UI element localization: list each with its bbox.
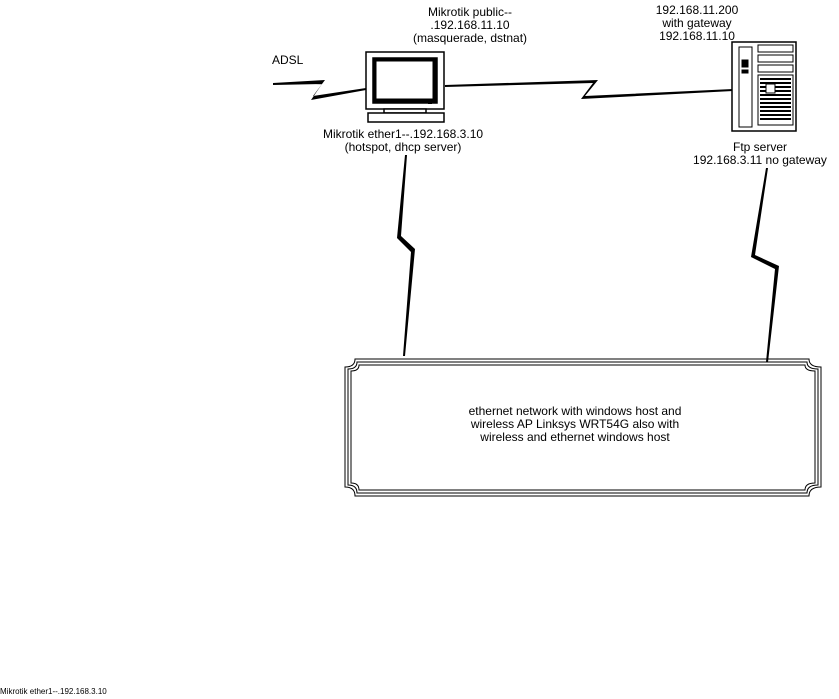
ftp-top-line1: 192.168.11.200 [655, 3, 739, 17]
mikrotik-ftp-link [445, 80, 733, 99]
ftp-top-line2: with gateway [662, 16, 732, 30]
ftp-bottom-line1: Ftp server [732, 140, 787, 154]
ftp-top-line3: 192.168.11.10 [659, 29, 735, 43]
mikrotik-computer-icon [365, 51, 445, 123]
adsl-label-text: ADSL [272, 53, 304, 67]
network-box-label: ethernet network with windows host and w… [445, 405, 705, 444]
network-box-line1: ethernet network with windows host and [468, 404, 682, 418]
network-box-line2: wireless AP Linksys WRT54G also with [470, 417, 680, 431]
network-box-line3: wireless and ethernet windows host [480, 430, 670, 444]
ftp-bottom-label: Ftp server 192.168.3.11 no gateway [685, 141, 835, 167]
mikrotik-network-link [397, 155, 415, 356]
mikrotik-ether1-label: Mikrotik ether1--.192.168.3.10 (hotspot,… [303, 128, 503, 154]
ftp-top-label: 192.168.11.200 with gateway 192.168.11.1… [642, 4, 752, 43]
network-box-frame [344, 358, 822, 497]
footer-caption: Mikrotik ether1--.192.168.3.10 [0, 687, 107, 696]
ftp-bottom-line2: 192.168.3.11 no gateway [693, 153, 827, 167]
ftp-server-icon [731, 41, 797, 132]
mikrotik-public-line3: (masquerade, dstnat) [412, 31, 528, 45]
mikrotik-public-label: Mikrotik public-- .192.168.11.10 (masque… [400, 6, 540, 45]
mikrotik-ether1-line1: Mikrotik ether1--.192.168.3.10 [322, 127, 484, 141]
mikrotik-public-line2: .192.168.11.10 [430, 18, 510, 32]
mikrotik-ether1-line2: (hotspot, dhcp server) [344, 140, 462, 154]
adsl-label: ADSL [272, 54, 303, 67]
mikrotik-public-line1: Mikrotik public-- [427, 5, 512, 19]
adsl-link [273, 80, 366, 100]
ftp-network-link [751, 168, 779, 362]
